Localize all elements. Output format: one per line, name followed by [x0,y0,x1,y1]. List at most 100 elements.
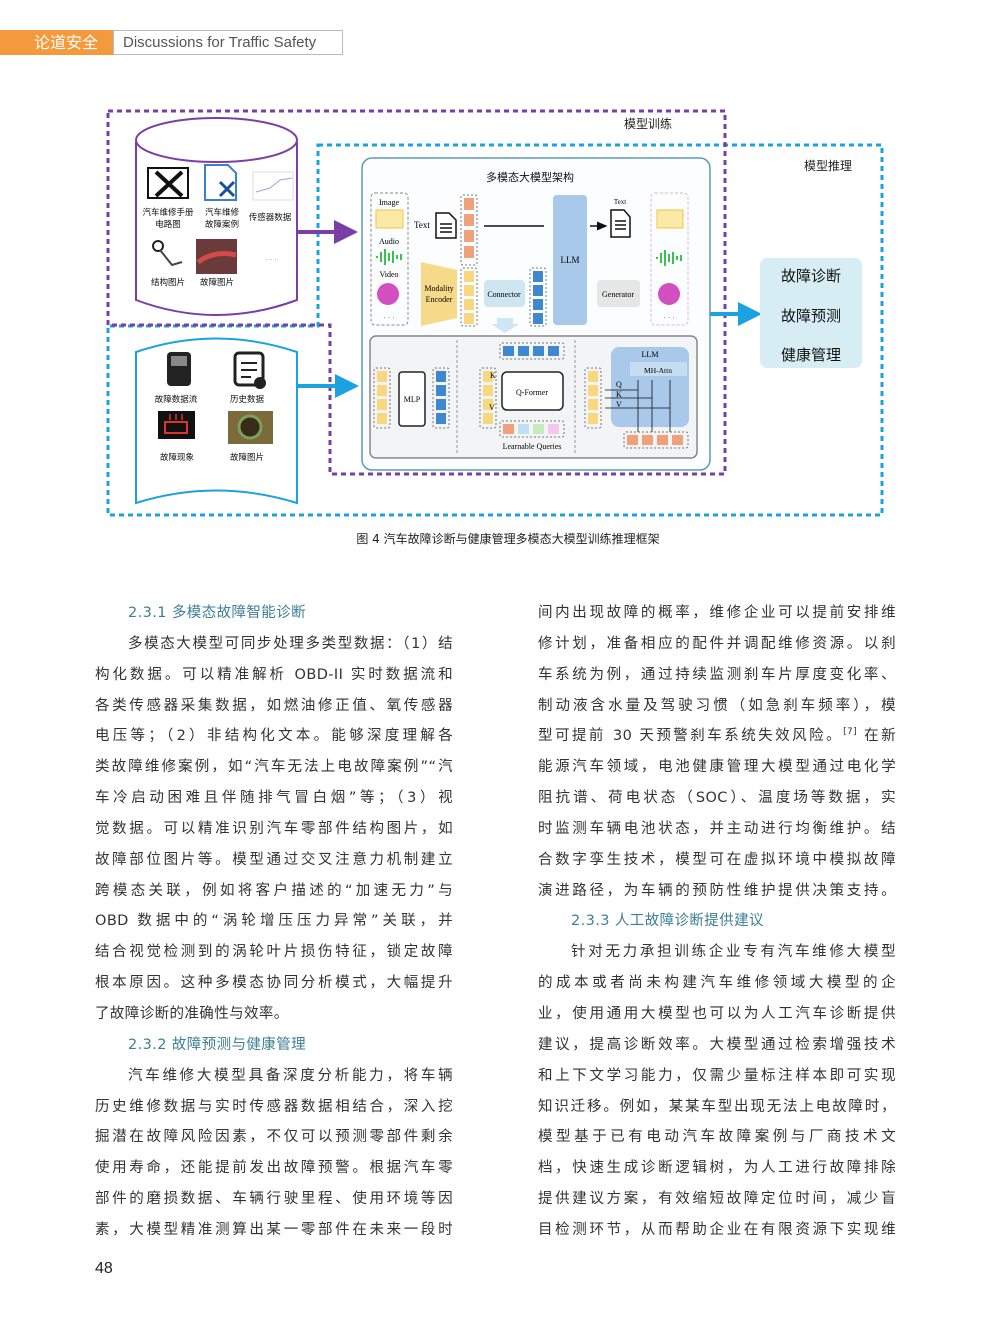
generator [597,280,640,307]
paragraph-line: 历史维修数据与实时传感器数据相结合，深入挖 [95,1098,453,1115]
paragraph-line: 部件的磨损数据、车辆行驶里程、使用环境等因 [95,1191,453,1208]
paragraph-line: 汽车维修大模型具备深度分析能力，将车辆 [128,1067,453,1084]
llm-attention-block [611,347,689,427]
structure-photo [152,240,183,267]
paragraph-line: 档，快速生成诊断逻辑树，为人工进行故障排除 [538,1160,896,1177]
token-group [529,267,547,327]
paragraph-line: 类故障维修案例，如“汽车无法上电故障案例”“汽 [95,759,453,776]
token-group [623,431,689,449]
modality-token [464,271,474,282]
aligned-token [533,271,543,282]
inference-outputs: 故障诊断 故障预测 健康管理 [760,258,862,368]
paragraph-line: 模型基于已有电动汽车故障案例与厂商技术文 [538,1129,896,1146]
output-token [533,346,544,356]
paragraph-line: 车冷启动困难且伴随排气冒白烟”等；（3）视 [95,790,453,807]
paragraph-line: 使用寿命，还能提前发出故障预警。根据汽车零 [95,1160,453,1177]
section-heading: 2.3.2 故障预测与健康管理 [128,1036,307,1053]
input-token [483,399,493,410]
svg-text:Generator: Generator [602,290,634,299]
section-heading: 2.3.3 人工故障诊断提供建议 [571,913,764,930]
section-tag: 论道安全 [0,30,113,55]
token-group [499,420,565,438]
svg-text:· · ·: · · · [663,314,674,322]
aligned-token [533,313,543,324]
svg-text:Q: Q [616,380,622,389]
text-token [464,246,474,258]
inference-region-border [106,143,884,517]
svg-text:Q-Former: Q-Former [516,388,548,397]
connector [484,280,525,307]
inference-label: 模型推理 [804,159,852,173]
paragraph-line: 时监测车辆电池状态，并主动进行均衡维护。结 [538,820,896,837]
audio-wave-icon [376,249,402,265]
svg-text:多模态大模型架构: 多模态大模型架构 [486,170,574,184]
modality-encoder [421,262,457,326]
svg-text:电路图: 电路图 [155,219,181,230]
history-doc-icon [233,351,266,389]
paragraph-line: 间内出现故障的概率，维修企业可以提前安排维 [538,605,896,621]
token-group [432,367,450,429]
paragraph-line: 目检测环节，从而帮助企业在有限资源下实现维 [538,1221,896,1238]
svg-text:Modality: Modality [424,284,453,293]
paragraph-line: 结合视觉检测到的涡轮叶片损伤特征，锁定故障 [95,944,453,961]
output-token [436,413,446,424]
paragraph-line: 能源汽车领域，电池健康管理大模型通过电化学 [538,759,896,776]
svg-text:Text: Text [414,220,430,230]
text-token [627,435,638,445]
input-token [483,413,493,424]
svg-text:故障图片: 故障图片 [230,452,264,463]
left-column: 2.3.1 多模态故障智能诊断多模态大模型可同步处理多类型数据：（1）结构化数据… [95,598,453,1246]
paragraph-line: 构化数据。可以精准解析 OBD-II 实时数据流和 [95,666,453,683]
input-token [483,385,493,396]
learnable-query-token [548,424,559,434]
svg-text:故障现象: 故障现象 [160,452,195,463]
input-token [377,371,387,382]
input-token [483,371,493,382]
svg-text:K: K [490,371,496,380]
svg-text:健康管理: 健康管理 [781,346,841,364]
token-group [499,342,565,360]
input-token [588,385,598,396]
output-token [436,399,446,410]
text-token [464,230,474,242]
svg-text:Image: Image [379,198,399,207]
paragraph-line: 制动液含水量及驾驶习惯（如急刹车频率），模 [538,697,896,714]
sensor-chart-icon [252,171,294,201]
output-token [518,346,529,356]
svg-text:Connector: Connector [487,290,521,299]
modality-token [464,313,474,324]
page-number: 48 [95,1260,113,1277]
qformer-block [501,371,564,411]
svg-text:MLP: MLP [404,395,421,404]
training-data-cylinder: 汽车维修手册 电路图 汽车维修 故障案例 传感器数据 结构图片 故障图片 · ·… [135,117,298,316]
paragraph-line: 故障部位图片等。模型通过交叉注意力机制建立 [95,851,453,868]
aligned-token [533,299,543,310]
learnable-query-token [503,424,514,434]
svg-text:· · ·: · · · [383,314,394,322]
paragraph-line: 跨模态关联，例如将客户描述的“加速无力”与 [95,882,453,899]
video-reel-icon [377,283,399,305]
paragraph-line: 电压等；（2）非结构化文本。能够深度理解各 [95,728,453,745]
svg-text:Text: Text [614,198,626,206]
svg-text:汽车维修手册: 汽车维修手册 [142,207,194,218]
multimodal-architecture: 多模态大模型架构 Image Audio Video · · · Text Mo… [361,157,711,471]
svg-text:K: K [616,390,622,399]
output-token [503,346,514,356]
input-token [377,385,387,396]
paragraph-line: 了故障诊断的准确性与效率。 [95,1005,289,1022]
svg-text:Video: Video [379,270,398,279]
svg-text:故障图片: 故障图片 [200,277,234,288]
text-token [464,214,474,226]
paragraph-line: OBD 数据中的“涡轮增压压力异常”关联，并 [95,913,453,930]
paragraph-line: 根本原因。这种多模态协同分析模式，大幅提升 [95,975,453,992]
inference-data-sheet: 故障数据流 历史数据 故障现象 故障图片 [135,337,298,505]
training-label: 模型训练 [624,116,672,131]
right-column: 间内出现故障的概率，维修企业可以提前安排维修计划，准备相应的配件并调配维修资源。… [538,598,896,1246]
output-modalities [650,192,689,326]
token-group [584,367,602,429]
paragraph-line: 业，使用通用大模型也可以为人工汽车诊断提供 [538,1005,896,1022]
text-token [464,198,474,210]
svg-text:传感器数据: 传感器数据 [249,212,292,223]
svg-text:故障诊断: 故障诊断 [781,267,841,285]
paragraph-line: 型可提前 30 天预警刹车系统失效风险。[7] 在新 [538,727,896,745]
